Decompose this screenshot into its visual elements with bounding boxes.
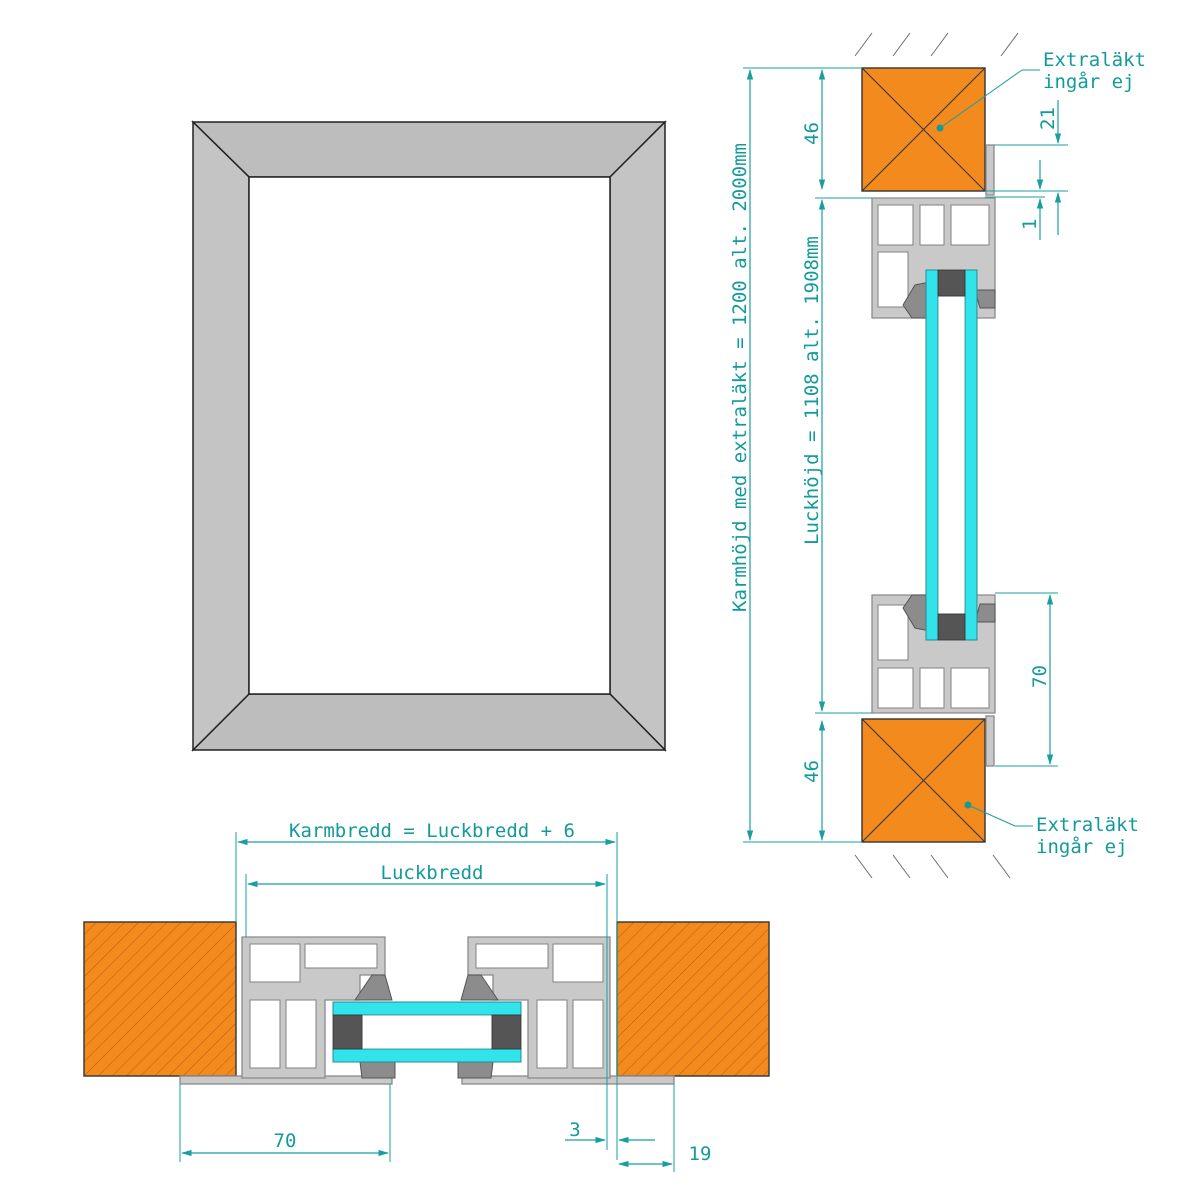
extralakt-top-line2: ingår ej bbox=[1043, 70, 1135, 93]
dim-46-top: 46 bbox=[801, 122, 823, 145]
dim-70-vertical: 70 bbox=[1029, 665, 1051, 688]
dim-karmbredd: Karmbredd = Luckbredd + 6 bbox=[235, 820, 618, 1160]
dim-21: 21 bbox=[1037, 107, 1059, 130]
karmhojd-label: Karmhöjd med extraläkt = 1200 alt. 2000m… bbox=[729, 143, 751, 612]
wall-hatch-top bbox=[854, 32, 1019, 57]
extralakt-bottom-line2: ingår ej bbox=[1036, 835, 1128, 858]
dim-profile-height: 70 bbox=[995, 592, 1058, 767]
flange-bottom bbox=[985, 715, 995, 767]
dim-luckbredd: Luckbredd bbox=[245, 862, 608, 1150]
dim-3: 3 bbox=[569, 1119, 580, 1141]
dim-bottom-70: 70 bbox=[179, 1084, 391, 1162]
dim-karmhojd: Karmhöjd med extraläkt = 1200 alt. 2000m… bbox=[729, 67, 862, 843]
vertical-section: Karmhöjd med extraläkt = 1200 alt. 2000m… bbox=[729, 32, 1146, 879]
profile-bottom bbox=[871, 594, 996, 714]
front-view-frame bbox=[191, 120, 667, 752]
wood-block-bottom bbox=[861, 718, 986, 843]
dim-wood-top: 46 bbox=[801, 68, 826, 191]
wood-block-top bbox=[861, 67, 986, 192]
dim-luckhojd: Luckhöjd = 1108 alt. 1908mm bbox=[801, 197, 872, 714]
wood-wall-right bbox=[616, 921, 770, 1077]
dim-offset-top: 21 1 bbox=[985, 100, 1068, 240]
profile-right bbox=[457, 936, 611, 1079]
profile-left bbox=[241, 936, 396, 1079]
dim-wood-bottom: 46 bbox=[801, 719, 826, 842]
karmbredd-label: Karmbredd = Luckbredd + 6 bbox=[289, 820, 575, 842]
dim-70-horizontal: 70 bbox=[274, 1130, 297, 1152]
glass-unit-horizontal bbox=[332, 1001, 522, 1063]
dim-flange-19: 19 bbox=[617, 1084, 712, 1172]
luckhojd-label: Luckhöjd = 1108 alt. 1908mm bbox=[801, 236, 823, 545]
flange-top bbox=[985, 144, 995, 196]
dim-1: 1 bbox=[1019, 219, 1041, 230]
wood-wall-left bbox=[83, 921, 237, 1077]
extralakt-top-line1: Extraläkt bbox=[1043, 49, 1146, 71]
luckbredd-label: Luckbredd bbox=[381, 862, 484, 884]
dim-19: 19 bbox=[689, 1143, 712, 1165]
leader-extralakt-bottom: Extraläkt ingår ej bbox=[964, 801, 1139, 858]
extralakt-bottom-line1: Extraläkt bbox=[1036, 814, 1139, 836]
horizontal-section: Karmbredd = Luckbredd + 6 Luckbredd 70 3… bbox=[83, 820, 770, 1172]
glass-unit-vertical bbox=[925, 269, 978, 641]
dim-46-bottom: 46 bbox=[801, 760, 823, 783]
leader-extralakt-top: Extraläkt ingår ej bbox=[936, 49, 1146, 132]
dim-gap-3: 3 bbox=[565, 1119, 655, 1144]
profile-top bbox=[871, 197, 996, 319]
wall-hatch-bottom bbox=[854, 854, 1011, 879]
